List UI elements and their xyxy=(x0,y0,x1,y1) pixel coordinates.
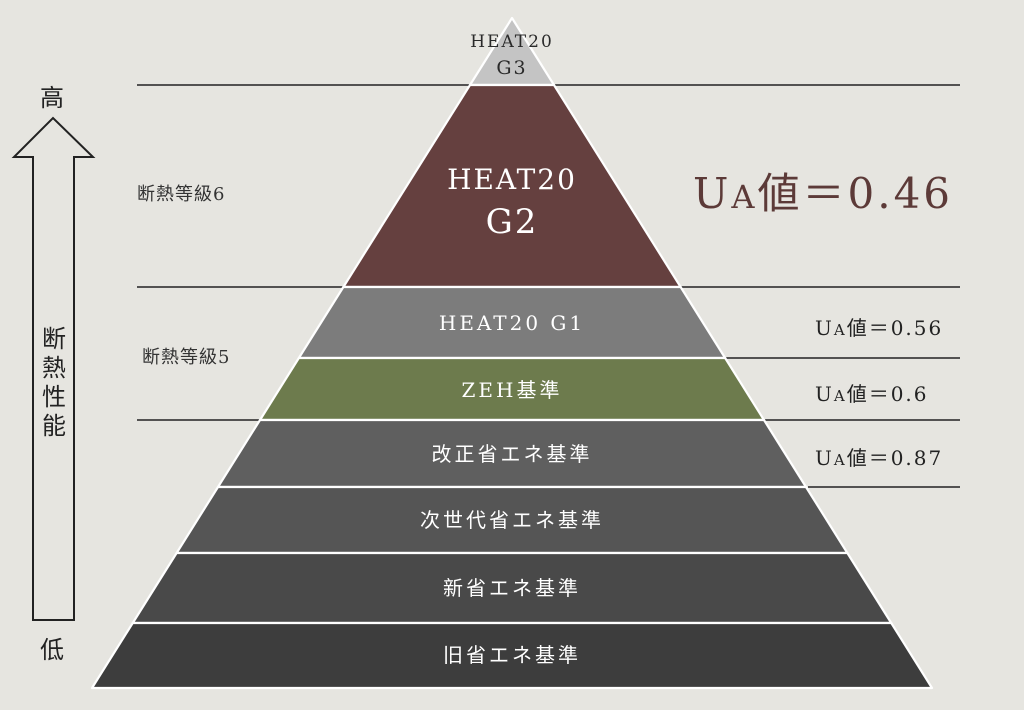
axis-low-label: 低 xyxy=(40,636,64,664)
ua-value-zeh: UA値＝0.6 xyxy=(815,378,929,407)
ua-value-kaisei-suffix: 値＝0.87 xyxy=(846,446,944,470)
ua-value-g1-sub: A xyxy=(833,321,847,339)
pyramid-tier-2-label-line2: G2 xyxy=(486,202,539,242)
ua-value-g1: UA値＝0.56 xyxy=(815,312,943,341)
pyramid-tier-1-label: HEAT20 xyxy=(470,32,554,52)
pyramid-tier-6-label: 次世代省エネ基準 xyxy=(420,508,604,532)
up-arrow-icon xyxy=(11,116,96,621)
ua-value-kaisei: UA値＝0.87 xyxy=(815,442,943,471)
pyramid-tier-8 xyxy=(90,621,934,690)
pyramid-tier-5-label: 改正省エネ基準 xyxy=(432,442,593,466)
pyramid-tier-2-label: HEAT20 xyxy=(447,163,577,196)
ua-value-kaisei-prefix: U xyxy=(815,446,834,470)
pyramid xyxy=(90,16,934,690)
pyramid-tier-4-label: ZEH基準 xyxy=(462,378,563,402)
pyramid-tier-7-label: 新省エネ基準 xyxy=(443,576,581,600)
grade-6-label: 断熱等級6 xyxy=(137,184,226,205)
ua-value-g2-sub: A xyxy=(731,178,758,216)
ua-value-g2: UA値＝0.46 xyxy=(693,160,953,221)
ua-value-g2-prefix: U xyxy=(693,169,732,218)
ua-value-g1-prefix: U xyxy=(815,316,834,340)
grade-5-label: 断熱等級5 xyxy=(142,347,231,368)
pyramid-tier-1-label-line2: G3 xyxy=(496,57,527,79)
pyramid-tier-8-label: 旧省エネ基準 xyxy=(443,643,581,667)
axis-high-label: 高 xyxy=(40,84,64,112)
ua-value-g2-suffix: 値＝0.46 xyxy=(757,169,954,218)
ua-value-zeh-suffix: 値＝0.6 xyxy=(846,382,929,406)
ua-value-kaisei-sub: A xyxy=(833,451,847,469)
ua-value-zeh-sub: A xyxy=(833,387,847,405)
pyramid-tier-3-label: HEAT20 G1 xyxy=(439,311,585,335)
axis-title: 断熱性能 xyxy=(38,325,70,441)
ua-value-zeh-prefix: U xyxy=(815,382,834,406)
ua-value-g1-suffix: 値＝0.56 xyxy=(846,316,944,340)
